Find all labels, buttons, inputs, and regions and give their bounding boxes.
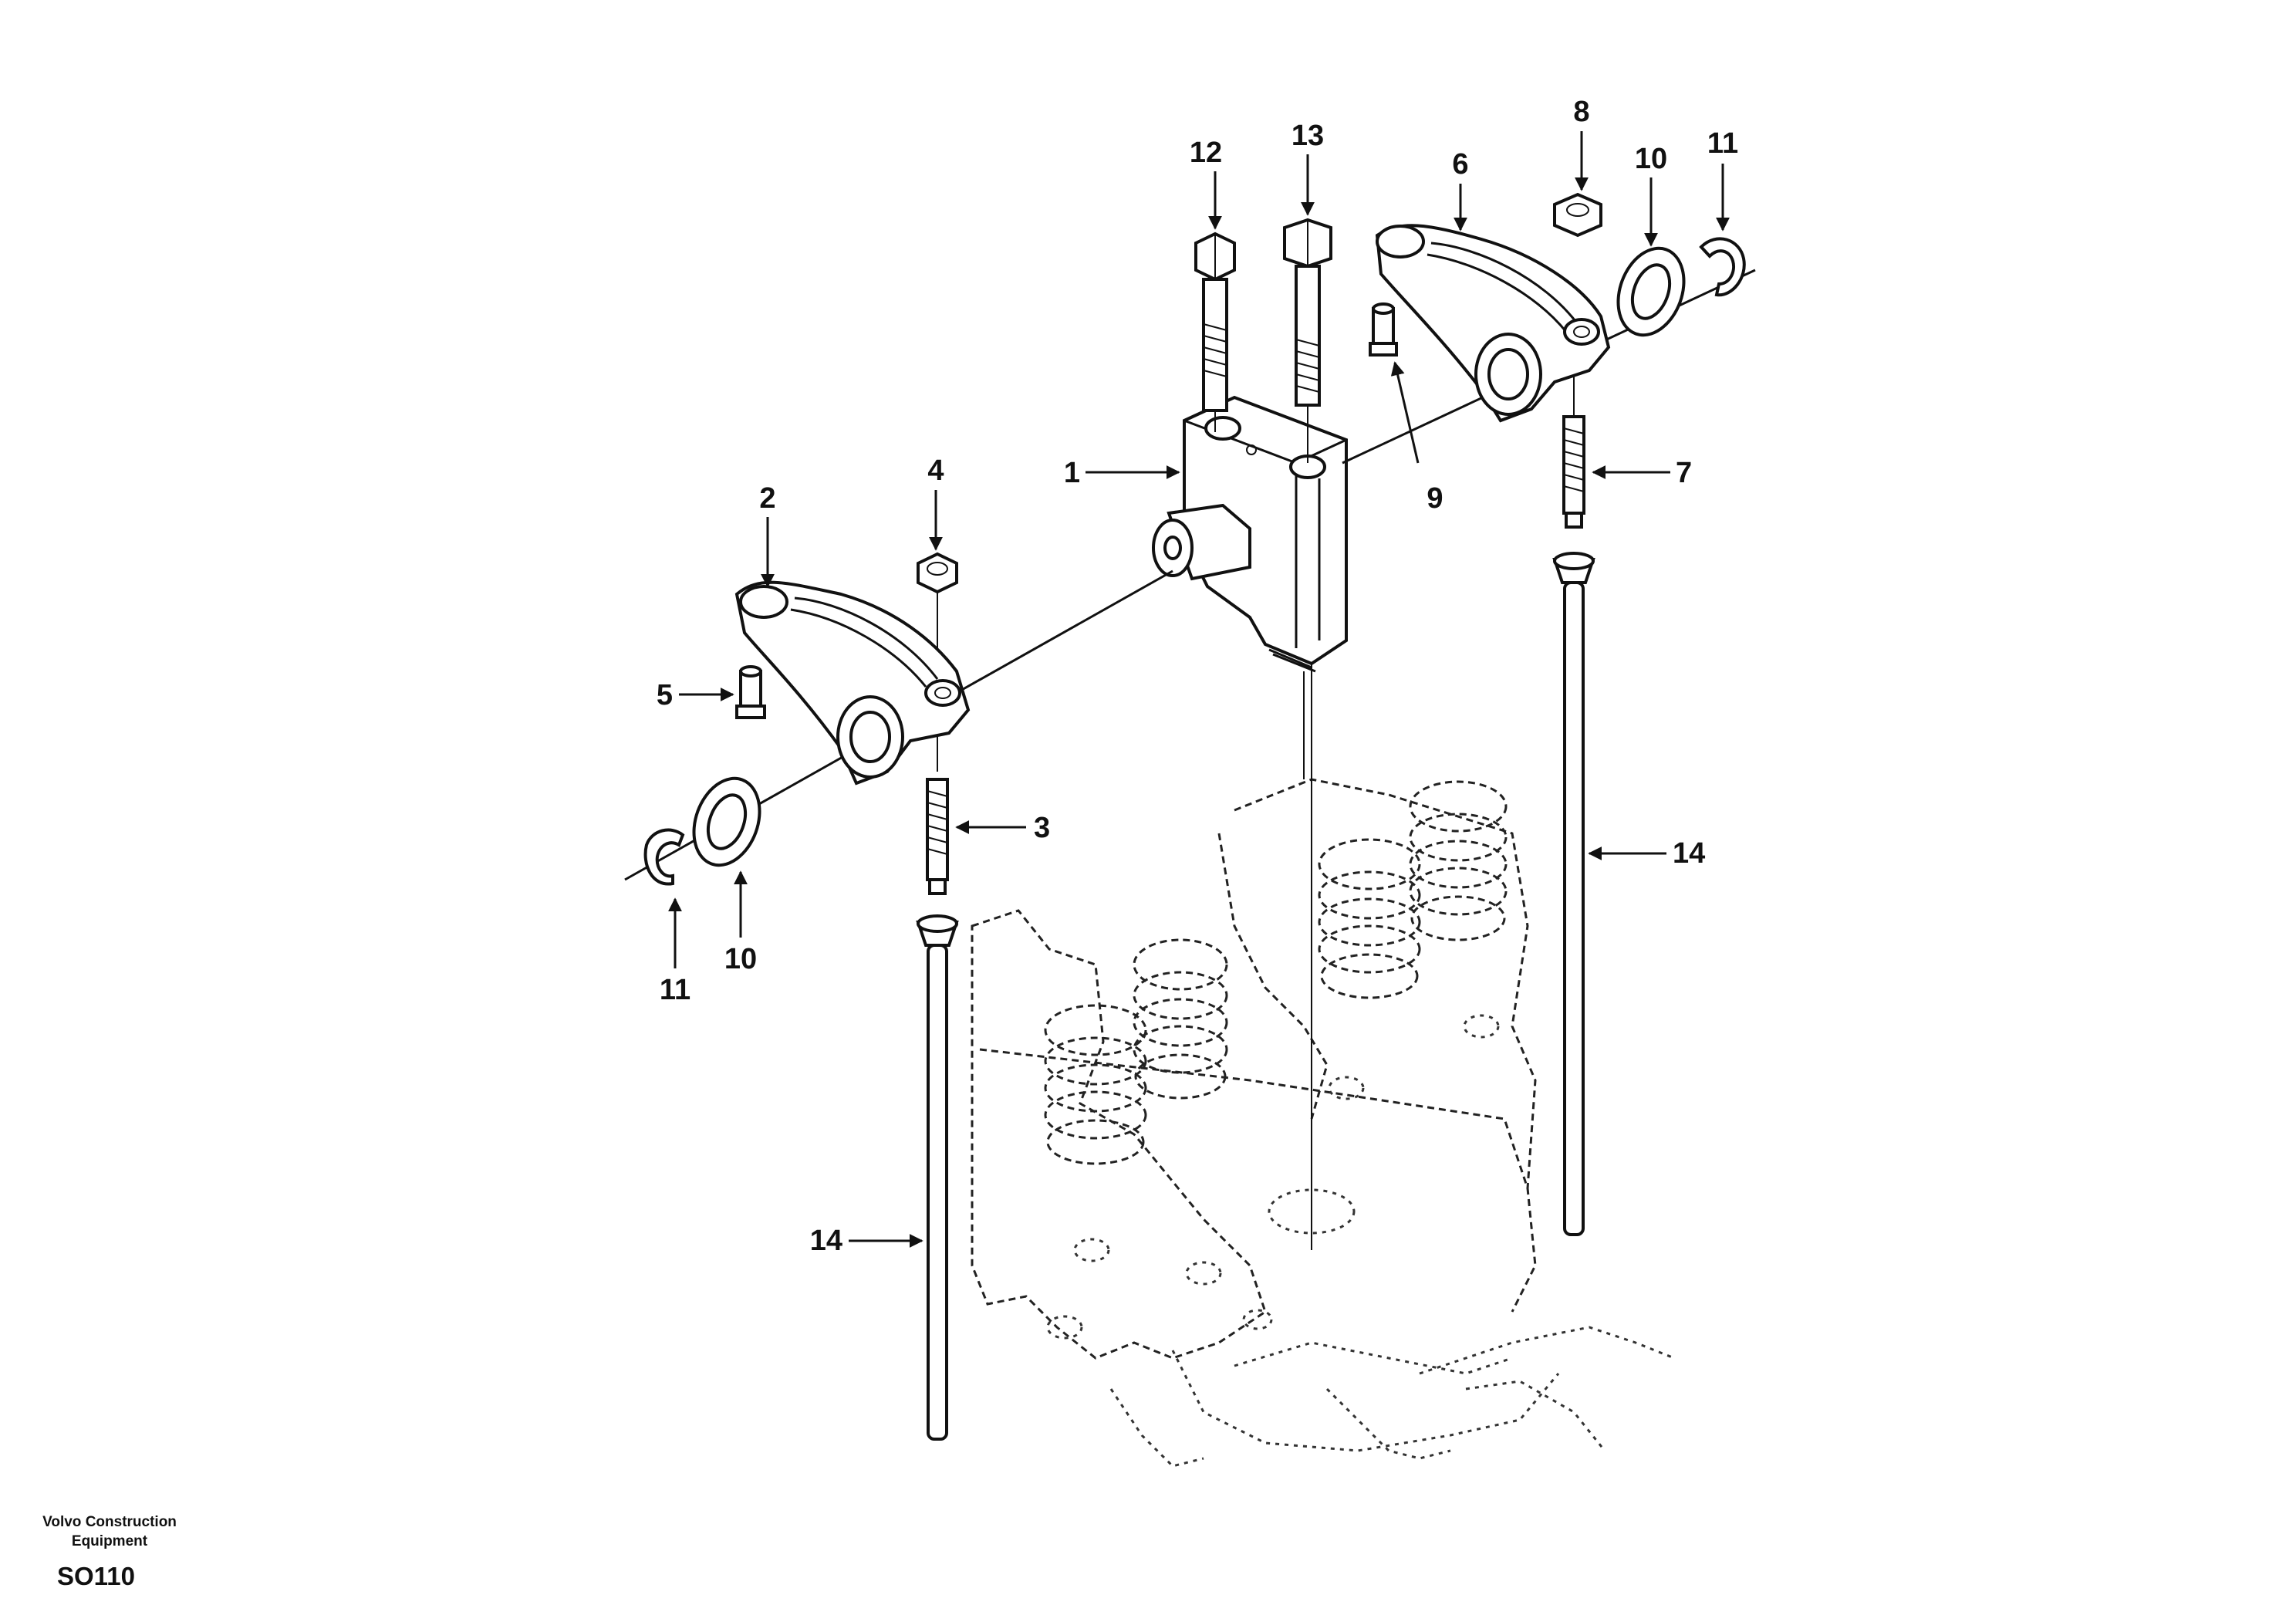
push-rod-right xyxy=(1552,552,1595,1236)
valve-springs-right xyxy=(1318,780,1508,999)
push-rod-left xyxy=(916,914,959,1441)
callout-10-left: 10 xyxy=(724,943,757,975)
cylinder-head-background xyxy=(971,778,1675,1468)
brand-line-2: Equipment xyxy=(71,1533,148,1549)
callout-8: 8 xyxy=(1573,96,1589,128)
nut-4 xyxy=(917,552,958,594)
brand-line-1: Volvo Construction xyxy=(42,1514,177,1530)
callout-7: 7 xyxy=(1676,457,1692,489)
callout-14-left: 14 xyxy=(810,1225,842,1257)
nut-8 xyxy=(1553,192,1602,238)
bushing-5 xyxy=(735,665,766,719)
callout-2: 2 xyxy=(759,482,775,515)
callout-11-right: 11 xyxy=(1707,127,1738,160)
rocker-arm-left xyxy=(734,580,971,786)
washer-10-right-hole xyxy=(1630,263,1672,320)
callout-5: 5 xyxy=(657,679,673,711)
adjusting-screw-3 xyxy=(926,778,949,895)
bolt-13 xyxy=(1283,218,1332,463)
valve-springs-left xyxy=(1044,938,1228,1165)
drawing-code: SO110 xyxy=(57,1562,135,1590)
washer-10-left-hole xyxy=(706,793,748,850)
callout-1: 1 xyxy=(1064,457,1080,489)
circlip-11-left xyxy=(643,828,685,886)
adjusting-screw-7 xyxy=(1562,415,1585,529)
leader-lines xyxy=(668,131,1730,1248)
rocker-arm-right xyxy=(1375,224,1611,423)
callout-11-left: 11 xyxy=(660,974,690,1006)
callout-10-right: 10 xyxy=(1635,143,1667,175)
callout-4: 4 xyxy=(927,454,944,487)
bushing-9 xyxy=(1369,302,1398,357)
rocker-arm-bracket xyxy=(1152,395,1348,673)
bolt-12 xyxy=(1194,231,1236,432)
callout-14-right: 14 xyxy=(1673,837,1705,870)
callout-9: 9 xyxy=(1427,482,1443,515)
footer-brand-block: Volvo Construction Equipment SO110 xyxy=(17,1512,202,1591)
callout-3: 3 xyxy=(1034,812,1050,844)
callout-6: 6 xyxy=(1452,148,1468,181)
circlip-11-right xyxy=(1699,237,1746,297)
callout-13: 13 xyxy=(1292,120,1324,152)
callout-12: 12 xyxy=(1190,137,1222,169)
callout-labels: 1 2 3 4 5 6 7 8 9 10 11 12 13 14 10 11 1… xyxy=(657,96,1738,1257)
